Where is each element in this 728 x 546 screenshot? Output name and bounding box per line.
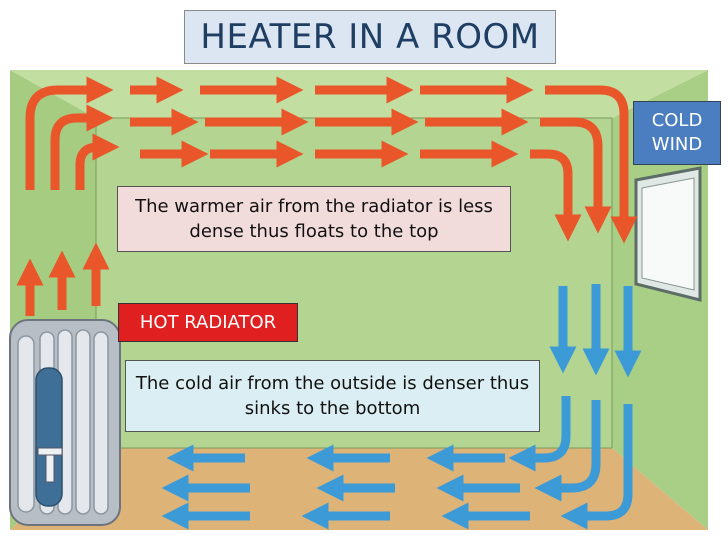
radiator [9,319,121,526]
cold-wind-text: COLD WIND [651,109,703,155]
cold-air-text: The cold air from the outside is denser … [135,372,530,419]
warm-air-label: The warmer air from the radiator is less… [117,186,511,252]
window [634,166,702,302]
cold-arrow-curve-1 [508,396,571,472]
warm-arrow-loop-1 [25,76,114,190]
warm-arrow-down-1 [545,85,638,244]
hot-radiator-text: HOT RADIATOR [139,311,277,333]
hot-radiator-label: HOT RADIATOR [118,303,298,342]
warm-arrow-down-2 [540,117,612,234]
cold-air-label: The cold air from the outside is denser … [125,360,540,432]
cold-wind-label: COLD WIND [633,101,721,165]
cold-arrow-curve-2 [534,400,601,502]
page-title: HEATER IN A ROOM [184,10,556,64]
warm-arrow-loop-2 [50,104,114,190]
warm-arrow-loop-3 [75,133,120,190]
warm-air-arrows [16,76,638,316]
cold-arrow-curve-3 [560,404,633,530]
cold-air-arrows [161,284,642,530]
warm-arrow-down-3 [530,149,582,242]
warm-air-text: The warmer air from the radiator is less… [135,195,493,242]
